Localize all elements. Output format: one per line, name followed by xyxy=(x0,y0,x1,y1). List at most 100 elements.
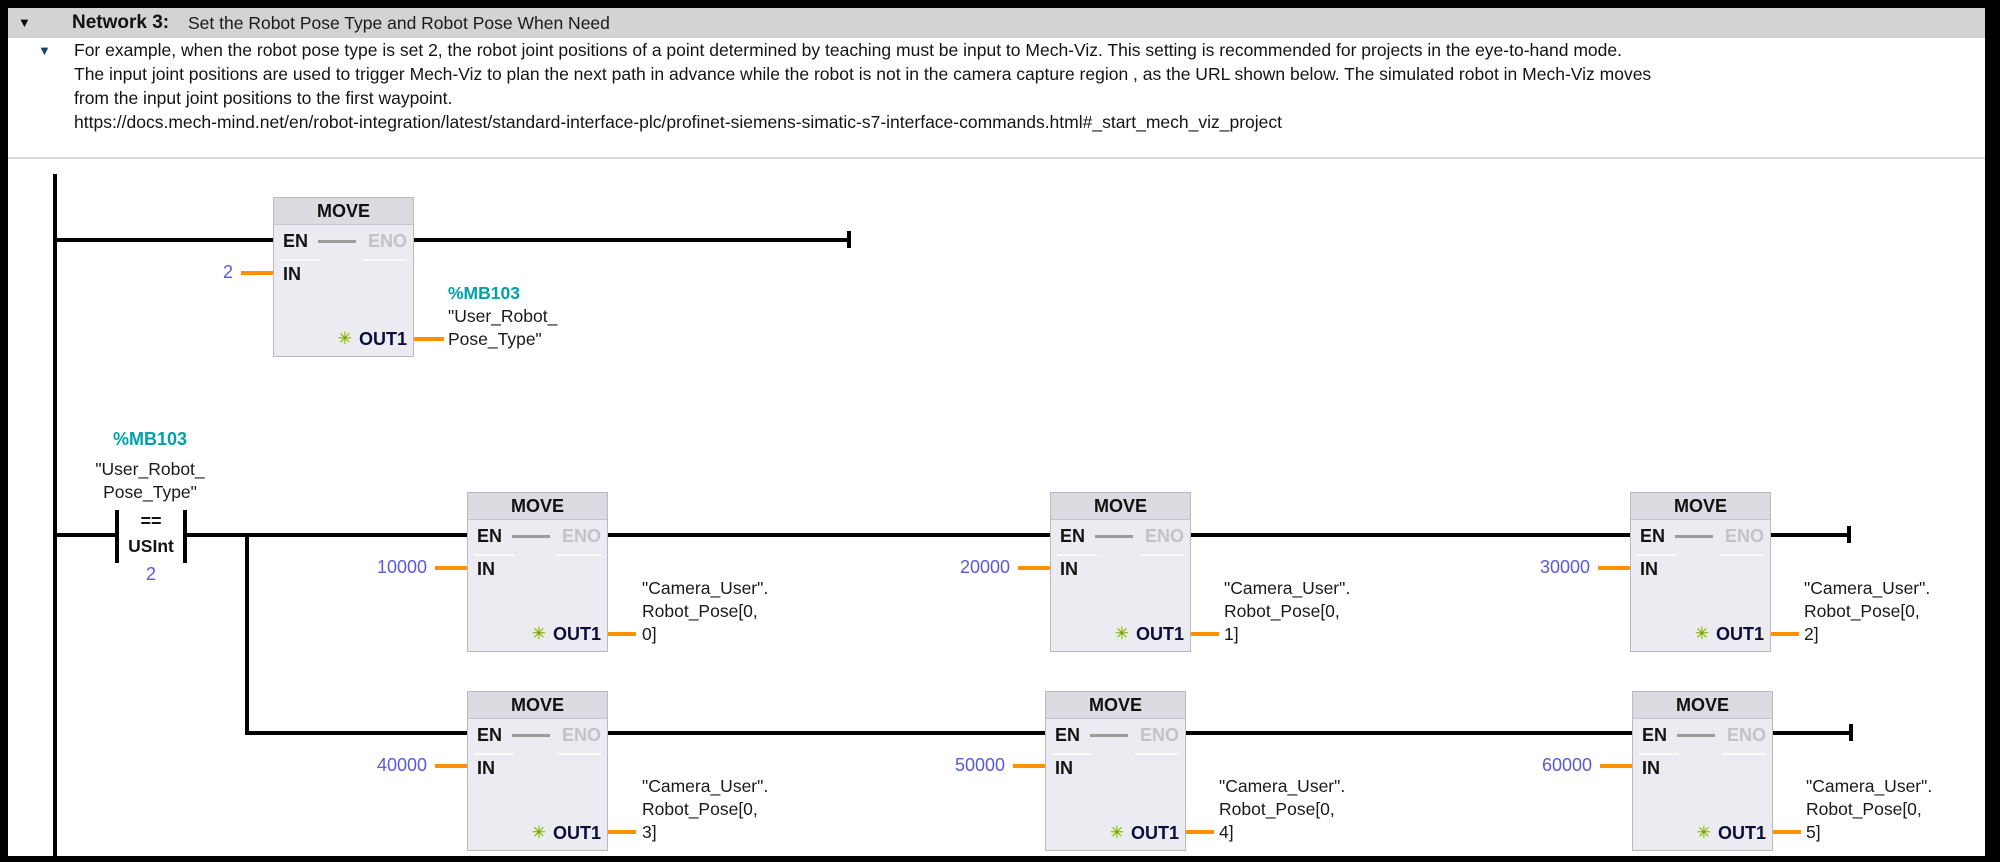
bottom-row-end-tick xyxy=(1849,724,1853,741)
rung2-wire-mid xyxy=(184,533,467,537)
mid-row-wire-2 xyxy=(1191,533,1630,537)
en-eno-internal-wire xyxy=(1675,535,1713,538)
pin-underline xyxy=(1720,554,1764,556)
out-operand[interactable]: "Camera_User". Robot_Pose[0, 5] xyxy=(1806,776,1933,842)
pin-underline xyxy=(1057,554,1097,556)
pin-eno: ENO xyxy=(1724,526,1764,546)
pin-out1: OUT1 xyxy=(552,624,601,644)
comment-line[interactable]: from the input joint positions to the fi… xyxy=(74,88,453,108)
contact-right-bar xyxy=(183,510,187,563)
mid-row-end-tick xyxy=(1847,526,1851,543)
move-block[interactable]: MOVE EN ENO IN ✳OUT1 xyxy=(1630,492,1771,652)
pin-in: IN xyxy=(283,264,301,284)
comment-separator xyxy=(8,157,1985,159)
in-stub-wire xyxy=(435,566,467,570)
comment-line[interactable]: For example, when the robot pose type is… xyxy=(74,40,1622,60)
in-constant[interactable]: 60000 xyxy=(1541,755,1592,775)
move-block[interactable]: MOVE EN ENO IN ✳OUT1 xyxy=(467,691,608,851)
pin-in: IN xyxy=(1055,758,1073,778)
pin-en: EN xyxy=(1055,725,1081,745)
pin-underline xyxy=(1637,554,1677,556)
move-block[interactable]: MOVE EN ENO IN ✳OUT1 xyxy=(1045,691,1186,851)
out-stub-wire xyxy=(1773,830,1801,834)
out-operand[interactable]: "Camera_User". Robot_Pose[0, 1] xyxy=(1224,578,1351,644)
out-operand[interactable]: "Camera_User". Robot_Pose[0, 2] xyxy=(1804,578,1931,644)
comment-link[interactable]: https://docs.mech-mind.net/en/robot-inte… xyxy=(74,112,1283,132)
contact-compare-value[interactable]: 2 xyxy=(145,564,156,584)
pin-in: IN xyxy=(477,559,495,579)
pin-underline xyxy=(1722,753,1766,755)
out-operand[interactable]: "Camera_User". Robot_Pose[0, 4] xyxy=(1219,776,1346,842)
network-header-bar[interactable]: ▼ Network 3: Set the Robot Pose Type and… xyxy=(8,8,1985,38)
move-block[interactable]: MOVE EN ENO IN ✳ OUT1 xyxy=(273,197,414,357)
pin-in: IN xyxy=(1640,559,1658,579)
pin-out1: OUT1 xyxy=(358,329,407,349)
in-constant[interactable]: 2 xyxy=(222,262,233,282)
en-eno-internal-wire xyxy=(1090,734,1128,737)
in-stub-wire xyxy=(1598,566,1630,570)
pin-en: EN xyxy=(477,526,503,546)
pin-underline xyxy=(557,554,601,556)
in-constant[interactable]: 10000 xyxy=(376,557,427,577)
out-stub-wire xyxy=(1186,830,1214,834)
out-stub-wire xyxy=(1191,632,1219,636)
comment-collapse-icon[interactable]: ▼ xyxy=(38,43,51,58)
rung1-end-tick xyxy=(847,231,851,248)
contact-data-type[interactable]: USInt xyxy=(128,536,174,556)
contact-address[interactable]: %MB103 xyxy=(112,429,188,449)
pin-out1: OUT1 xyxy=(1715,624,1764,644)
en-eno-internal-wire xyxy=(318,240,356,243)
move-block[interactable]: MOVE EN ENO IN ✳OUT1 xyxy=(1632,691,1773,851)
pin-in: IN xyxy=(477,758,495,778)
pin-underline xyxy=(280,259,320,261)
move-block-title: MOVE xyxy=(1631,493,1770,520)
en-eno-internal-wire xyxy=(1095,535,1133,538)
in-stub-wire xyxy=(1013,764,1045,768)
out-stub-wire xyxy=(1771,632,1799,636)
en-eno-internal-wire xyxy=(512,535,550,538)
move-block[interactable]: MOVE EN ENO IN ✳OUT1 xyxy=(1050,492,1191,652)
pin-eno: ENO xyxy=(1144,526,1184,546)
pin-underline xyxy=(1140,554,1184,556)
pin-eno: ENO xyxy=(561,725,601,745)
contact-tag-name[interactable]: "User_Robot_ Pose_Type" xyxy=(95,459,205,502)
pin-en: EN xyxy=(477,725,503,745)
in-constant[interactable]: 50000 xyxy=(954,755,1005,775)
in-constant[interactable]: 30000 xyxy=(1539,557,1590,577)
power-rail xyxy=(53,174,57,857)
move-block-title: MOVE xyxy=(274,198,413,225)
pin-in: IN xyxy=(1642,758,1660,778)
out-operand[interactable]: %MB103 "User_Robot_ Pose_Type" xyxy=(448,283,558,349)
move-block-title: MOVE xyxy=(468,692,607,719)
pin-underline xyxy=(474,554,514,556)
contact-operator[interactable]: == xyxy=(140,511,162,531)
pin-out1: OUT1 xyxy=(1130,823,1179,843)
in-constant[interactable]: 20000 xyxy=(959,557,1010,577)
value-status-icon: ✳ xyxy=(1114,624,1129,643)
bottom-row-wire-1 xyxy=(608,731,1045,735)
in-stub-wire xyxy=(1018,566,1050,570)
pin-en: EN xyxy=(1640,526,1666,546)
pin-eno: ENO xyxy=(367,231,407,251)
pin-en: EN xyxy=(1060,526,1086,546)
value-status-icon: ✳ xyxy=(337,329,352,348)
branch-vertical-wire xyxy=(245,533,249,735)
pin-underline xyxy=(1639,753,1679,755)
network-collapse-icon[interactable]: ▼ xyxy=(18,15,31,30)
comment-line[interactable]: The input joint positions are used to tr… xyxy=(74,64,1652,84)
value-status-icon: ✳ xyxy=(531,624,546,643)
out-operand[interactable]: "Camera_User". Robot_Pose[0, 0] xyxy=(642,578,769,644)
pin-eno: ENO xyxy=(561,526,601,546)
pin-eno: ENO xyxy=(1726,725,1766,745)
out-operand[interactable]: "Camera_User". Robot_Pose[0, 3] xyxy=(642,776,769,842)
pin-out1: OUT1 xyxy=(552,823,601,843)
in-constant[interactable]: 40000 xyxy=(376,755,427,775)
rung1-wire-right xyxy=(414,238,850,242)
move-block[interactable]: MOVE EN ENO IN ✳OUT1 xyxy=(467,492,608,652)
bottom-row-wire-0 xyxy=(245,731,467,735)
network-subtitle: Set the Robot Pose Type and Robot Pose W… xyxy=(188,13,610,33)
out-stub-wire xyxy=(414,337,444,341)
in-stub-wire xyxy=(241,271,273,275)
pin-en: EN xyxy=(283,231,309,251)
